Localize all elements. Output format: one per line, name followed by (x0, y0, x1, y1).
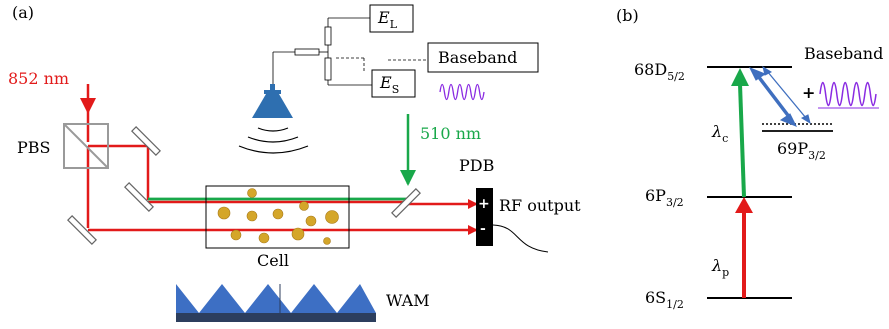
level-6p-label: 6P3/2 (645, 186, 684, 209)
vapor-cell (205, 185, 350, 249)
level-6s-label: 6S1/2 (645, 288, 684, 311)
coupling-transition-arrow (731, 68, 749, 198)
wave-icon (819, 81, 877, 107)
panel-b-label: (b) (616, 6, 639, 25)
wam-absorber (176, 284, 376, 322)
rf-transition-arrows (748, 65, 811, 127)
energy-levels (707, 66, 833, 299)
rf-output-label: RF output (499, 196, 581, 215)
pdb-minus-sign: - (480, 221, 486, 237)
pdb-plus-sign: + (478, 196, 490, 212)
plus-sign-b: + (802, 83, 816, 102)
lambda-c-label: λc (712, 122, 729, 145)
wam-label: WAM (386, 291, 430, 310)
probe-transition-arrow (735, 197, 753, 298)
horn-antenna-icon (252, 84, 293, 118)
baseband-box (427, 42, 539, 73)
cell-particles (217, 188, 339, 245)
resistor-icon (324, 57, 332, 81)
e-s-source-box (371, 69, 416, 98)
mirror-icon (67, 215, 97, 245)
pbs-cube (63, 123, 109, 169)
baseband-b-label: Baseband (804, 44, 884, 63)
baseband-label: Baseband (438, 48, 518, 67)
panel-a-label: (a) (12, 3, 35, 22)
pdb-label: PDB (459, 156, 495, 175)
coupling-beam-510 (148, 114, 416, 201)
mirror-icon (391, 188, 421, 218)
e-l-source-box (369, 4, 414, 33)
mirror-icon (124, 182, 154, 212)
mirror-icon (131, 126, 161, 156)
wave-icon (439, 83, 485, 101)
e-s-label: ES (380, 73, 400, 96)
laser-510-label: 510 nm (420, 124, 482, 143)
level-69p-label: 69P3/2 (777, 139, 826, 162)
resistor-icon (294, 48, 320, 56)
probe-beam-852 (80, 84, 478, 235)
emission-waves (238, 127, 309, 154)
cell-label: Cell (257, 251, 289, 270)
e-l-label: EL (378, 8, 397, 31)
lambda-p-label: λp (712, 256, 730, 279)
level-68d-label: 68D5/2 (634, 60, 685, 83)
pdb-detector (476, 188, 493, 246)
resistor-icon (324, 26, 332, 46)
pbs-label: PBS (17, 138, 51, 157)
laser-852-label: 852 nm (8, 69, 70, 88)
circuit-network (272, 17, 428, 86)
rf-output-cable (492, 224, 549, 253)
